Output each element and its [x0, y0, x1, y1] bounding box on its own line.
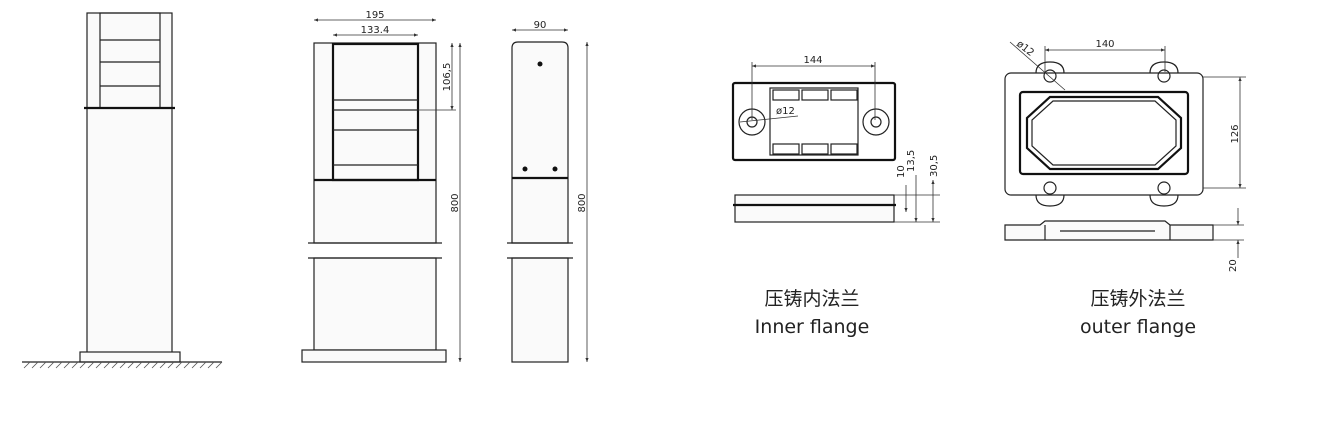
dim-inner-c: 30,5 — [929, 155, 940, 177]
outer-flange-caption-cn: 压铸外法兰 — [1090, 288, 1186, 310]
inner-flange-drawing: 144 ø12 10 13,5 30,5 — [731, 55, 940, 223]
inner-flange-caption-en: Inner flange — [754, 316, 870, 338]
dim-inner-hole-spacing: 144 — [803, 55, 822, 66]
ground-hatch — [23, 361, 223, 369]
installed-view — [22, 12, 223, 369]
dim-inner-hole-dia: ø12 — [776, 106, 795, 117]
dim-outer-hole-dia: ø12 — [1014, 39, 1036, 59]
dim-width: 195 — [365, 10, 384, 21]
dim-outer-height: 126 — [1230, 124, 1241, 143]
dim-side-height: 800 — [577, 193, 588, 212]
dim-panel-height: 106,5 — [442, 63, 453, 92]
outer-flange-drawing: 140 ø12 126 20 — [1004, 39, 1246, 272]
dim-outer-thickness: 20 — [1228, 259, 1239, 272]
dim-inner-b: 13,5 — [906, 150, 917, 172]
side-view: 90 800 — [507, 20, 589, 363]
inner-flange-caption-cn: 压铸内法兰 — [764, 288, 860, 310]
dim-inner-a: 10 — [896, 165, 907, 178]
dim-height: 800 — [450, 193, 461, 212]
dim-panel-width: 133.4 — [361, 25, 390, 36]
dim-outer-hole-spacing: 140 — [1095, 39, 1114, 50]
front-view: 195 133.4 106,5 800 — [301, 10, 462, 363]
outer-flange-caption-en: outer flange — [1079, 316, 1197, 338]
dim-side-width: 90 — [534, 20, 547, 31]
